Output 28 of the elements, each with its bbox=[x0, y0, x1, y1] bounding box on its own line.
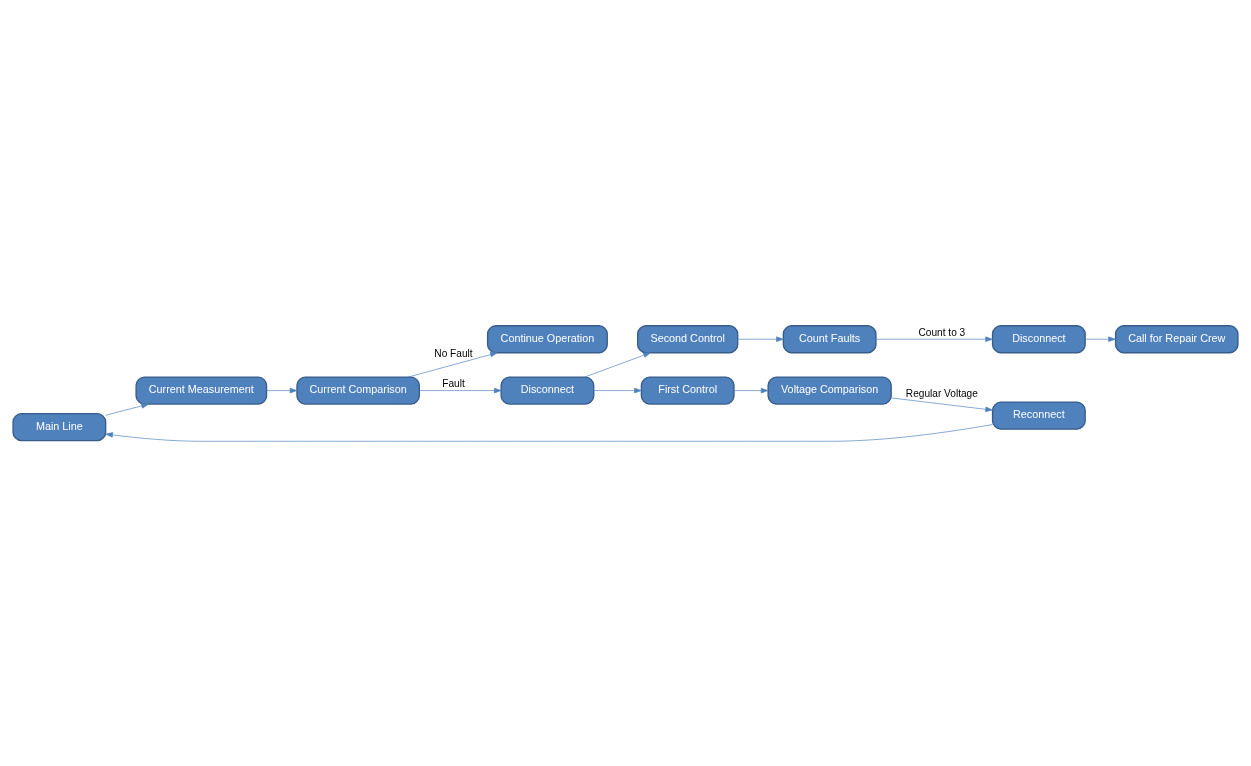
arrow bbox=[105, 423, 993, 442]
arrow bbox=[105, 402, 149, 416]
node-box: Reconnect bbox=[991, 400, 1086, 430]
node-box: Current Measurement bbox=[135, 375, 268, 405]
node-box: Count Faults bbox=[782, 324, 877, 353]
arrow bbox=[408, 351, 498, 377]
edge-label: Count to 3 bbox=[918, 326, 966, 338]
arrow bbox=[875, 336, 993, 342]
node-box: Voltage Comparison bbox=[767, 375, 892, 405]
node-box: Disconnect bbox=[991, 324, 1086, 353]
edge-label: Regular Voltage bbox=[905, 387, 978, 399]
edge-label: Fault bbox=[442, 377, 465, 389]
node-box: Current Comparison bbox=[296, 375, 420, 405]
node-box: Main Line bbox=[12, 412, 107, 441]
arrow bbox=[1084, 336, 1116, 342]
arrow bbox=[266, 387, 298, 393]
node-box: Second Control bbox=[637, 324, 739, 353]
arrow bbox=[584, 351, 651, 377]
arrow bbox=[419, 387, 502, 393]
arrow bbox=[593, 387, 642, 393]
arrow bbox=[737, 336, 784, 342]
edge-label: No Fault bbox=[434, 347, 473, 359]
node-box: Continue Operation bbox=[486, 324, 608, 353]
node-box: First Control bbox=[640, 375, 735, 405]
arrow bbox=[890, 397, 993, 412]
node-box: Disconnect bbox=[500, 375, 595, 405]
node-box: Call for Repair Crew bbox=[1114, 324, 1239, 353]
arrow bbox=[733, 387, 769, 393]
